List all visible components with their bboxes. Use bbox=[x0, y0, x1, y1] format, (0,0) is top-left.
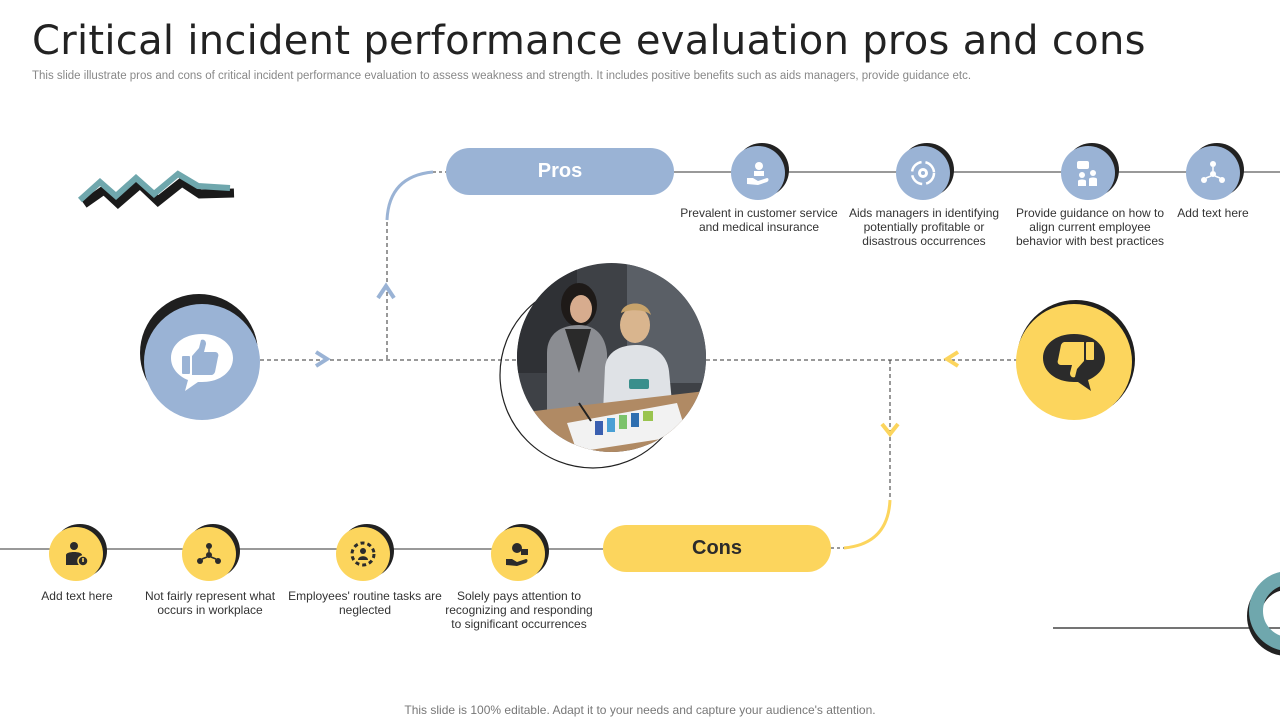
team-photo bbox=[517, 263, 706, 452]
slide-title: Critical incident performance evaluation… bbox=[32, 18, 1146, 64]
left-chevron-icon bbox=[943, 350, 960, 368]
thumbs-up-icon bbox=[171, 334, 233, 391]
thumbs-down-circle bbox=[1015, 300, 1135, 420]
slide-subtitle: This slide illustrate pros and cons of c… bbox=[32, 70, 972, 82]
zigzag-decoration bbox=[77, 170, 231, 203]
pros-item-3-label: Provide guidance on how to align current… bbox=[1015, 206, 1165, 248]
gear-cycle-icon bbox=[910, 160, 936, 186]
hand-care-icon bbox=[747, 162, 769, 185]
people-network-icon bbox=[197, 543, 221, 564]
hand-money-icon bbox=[506, 543, 528, 566]
thumbs-up-circle bbox=[140, 294, 260, 420]
cons-curve bbox=[843, 499, 892, 550]
pros-node-4 bbox=[1186, 143, 1244, 200]
pros-node-3 bbox=[1061, 143, 1119, 200]
pros-node-2 bbox=[896, 143, 954, 200]
cons-pill: Cons bbox=[603, 525, 831, 572]
right-chevron-icon bbox=[314, 350, 331, 368]
up-chevron-icon bbox=[376, 282, 396, 300]
down-chevron-icon bbox=[880, 422, 900, 438]
gear-person-icon bbox=[350, 541, 376, 567]
pros-item-1-label: Prevalent in customer service and medica… bbox=[680, 206, 838, 234]
thumbs-down-icon bbox=[1043, 334, 1105, 391]
cons-node-4 bbox=[491, 524, 549, 581]
pros-curve bbox=[385, 170, 434, 221]
pros-pill: Pros bbox=[446, 148, 674, 195]
cons-item-3-label: Employees' routine tasks are neglected bbox=[288, 589, 442, 617]
pros-item-4-label: Add text here bbox=[1177, 206, 1249, 220]
worker-warning-icon bbox=[66, 542, 89, 567]
cons-node-2 bbox=[182, 524, 240, 581]
cons-item-2-label: Not fairly represent what occurs in work… bbox=[144, 589, 276, 617]
cons-item-1-label: Add text here bbox=[41, 589, 113, 603]
teal-ring-decoration bbox=[1249, 572, 1280, 650]
footer-note: This slide is 100% editable. Adapt it to… bbox=[404, 703, 876, 717]
pros-node-1 bbox=[731, 143, 789, 200]
network-people-icon bbox=[1201, 161, 1225, 183]
cons-node-3 bbox=[336, 524, 394, 581]
cons-item-4-label: Solely pays attention to recognizing and… bbox=[445, 589, 593, 631]
team-discussion-icon bbox=[1077, 161, 1097, 186]
pros-item-2-label: Aids managers in identifying potentially… bbox=[848, 206, 1000, 248]
team-meeting-image bbox=[517, 263, 706, 452]
cons-node-1 bbox=[49, 524, 107, 581]
